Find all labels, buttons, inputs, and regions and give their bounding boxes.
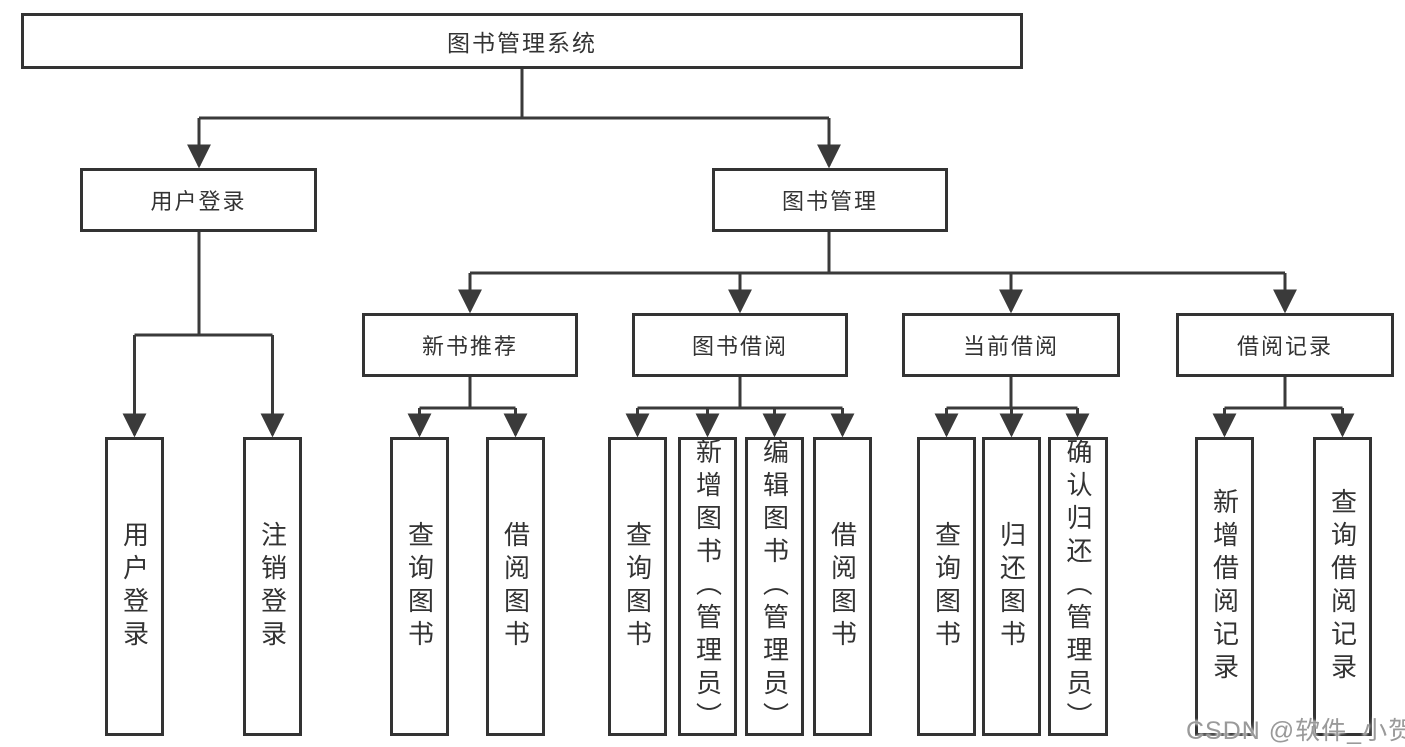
- leaf-add-borrow-record: 新增借阅记录: [1195, 437, 1254, 736]
- node-book-borrow: 图书借阅: [632, 313, 848, 377]
- leaf-borrow-books-recommend: 借阅图书: [486, 437, 545, 736]
- node-user-login: 用户登录: [80, 168, 317, 232]
- leaf-query-books-borrow-label: 查询图书: [622, 520, 653, 653]
- csdn-watermark: CSDN @软件_小贺同学: [1186, 717, 1405, 745]
- connector-borrow-records-children: [1212, 377, 1355, 438]
- leaf-query-borrow-record-label: 查询借阅记录: [1327, 487, 1358, 686]
- leaf-query-books-current-label: 查询图书: [931, 520, 962, 653]
- leaf-query-books-current: 查询图书: [917, 437, 976, 736]
- connector-book-management-to-level3: [458, 232, 1297, 314]
- leaf-borrow-books-label: 借阅图书: [827, 520, 858, 653]
- leaf-confirm-return-admin: 确认归还（管理员）: [1048, 437, 1108, 736]
- leaf-edit-books-admin-label: 编辑图书（管理员）: [759, 438, 790, 735]
- leaf-edit-books-admin: 编辑图书（管理员）: [745, 437, 804, 736]
- connector-user-login-children: [122, 232, 285, 438]
- leaf-logout: 注销登录: [243, 437, 302, 736]
- leaf-query-books-recommend-label: 查询图书: [404, 520, 435, 653]
- node-new-book-recommend: 新书推荐: [362, 313, 578, 377]
- leaf-add-books-admin: 新增图书（管理员）: [678, 437, 737, 736]
- leaf-add-books-admin-label: 新增图书（管理员）: [692, 438, 723, 735]
- node-borrow-records: 借阅记录: [1176, 313, 1394, 377]
- leaf-borrow-books-recommend-label: 借阅图书: [500, 520, 531, 653]
- leaf-user-login-label: 用户登录: [119, 520, 150, 653]
- leaf-return-books: 归还图书: [982, 437, 1041, 736]
- connector-root-to-level2: [187, 69, 841, 169]
- connector-book-borrow-children: [625, 377, 855, 438]
- connector-new-book-recommend-children: [407, 377, 528, 438]
- connector-current-borrow-children: [934, 377, 1090, 438]
- node-library-management-system: 图书管理系统: [21, 13, 1023, 69]
- leaf-confirm-return-admin-label: 确认归还（管理员）: [1063, 438, 1093, 735]
- leaf-add-borrow-record-label: 新增借阅记录: [1209, 487, 1240, 686]
- leaf-borrow-books: 借阅图书: [813, 437, 872, 736]
- leaf-query-books-borrow: 查询图书: [608, 437, 667, 736]
- leaf-query-books-recommend: 查询图书: [390, 437, 449, 736]
- node-current-borrow: 当前借阅: [902, 313, 1120, 377]
- leaf-user-login: 用户登录: [105, 437, 164, 736]
- leaf-query-borrow-record: 查询借阅记录: [1313, 437, 1372, 736]
- leaf-logout-label: 注销登录: [257, 520, 288, 653]
- leaf-return-books-label: 归还图书: [996, 520, 1027, 653]
- node-book-management: 图书管理: [712, 168, 948, 232]
